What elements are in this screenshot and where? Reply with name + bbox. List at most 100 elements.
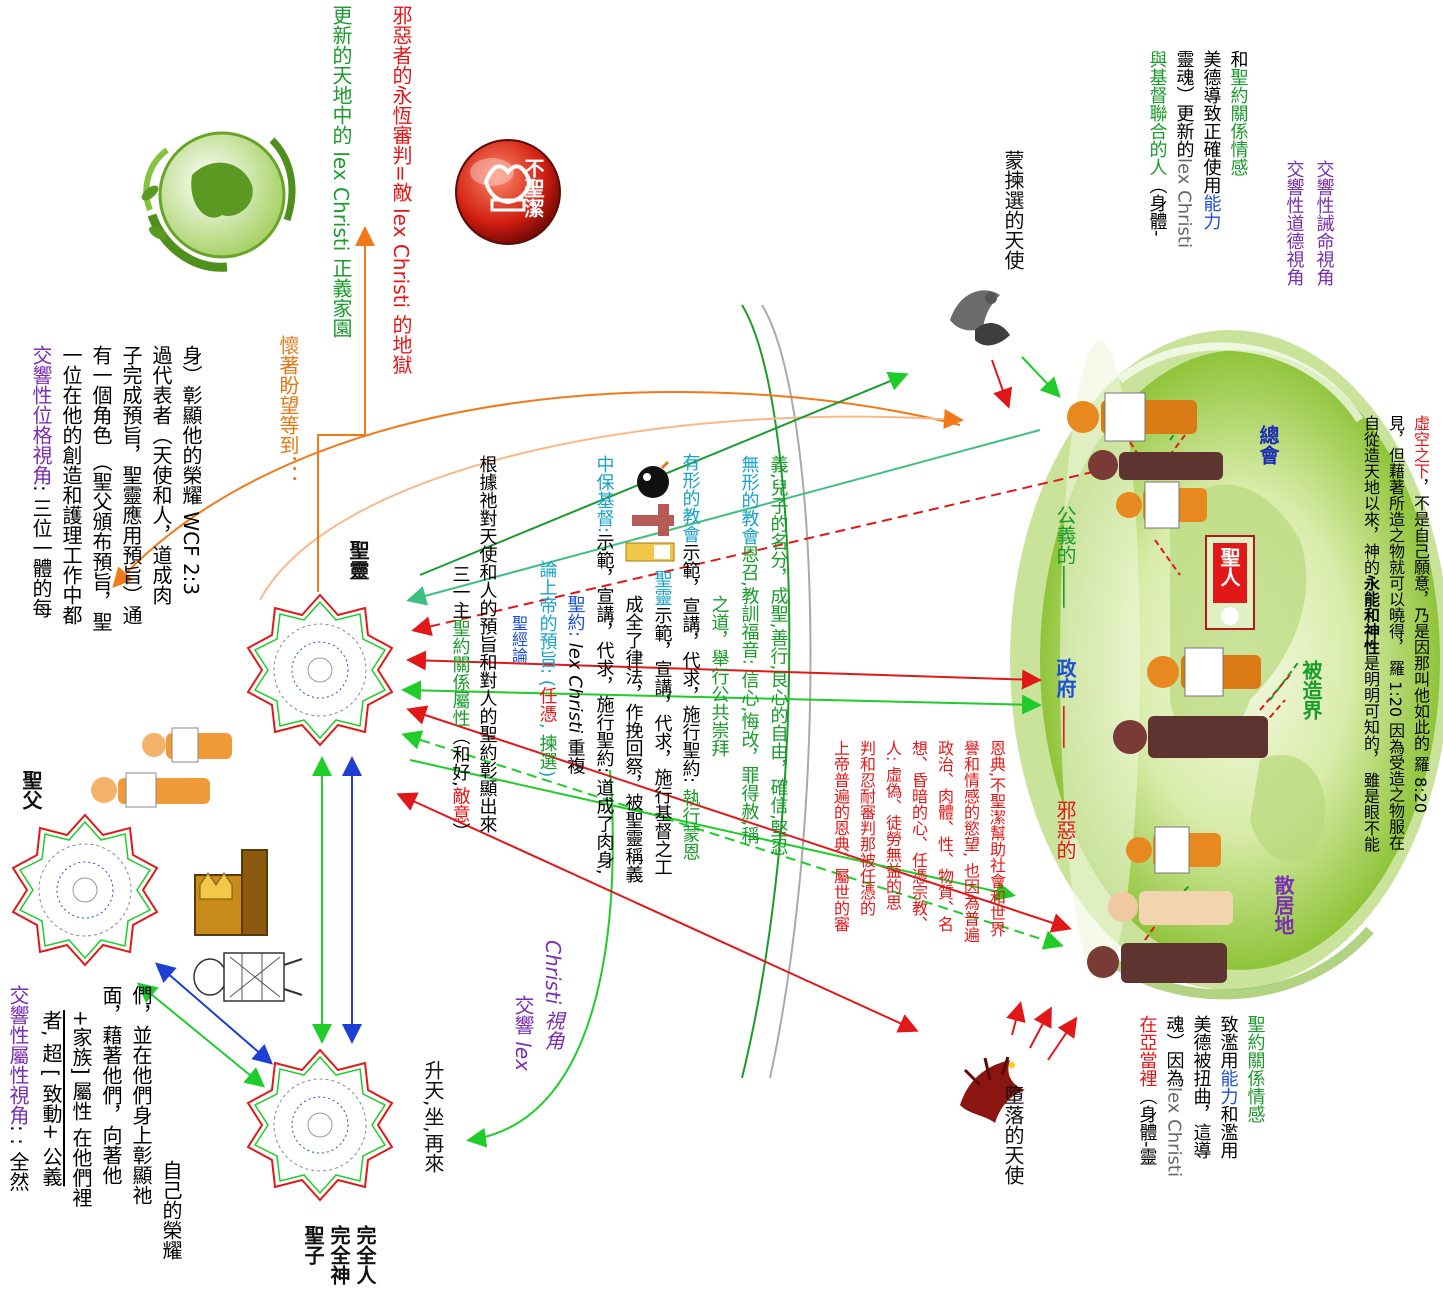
attribute-view-line-4: 面，藉著他們，向著他 bbox=[99, 985, 123, 1185]
person-icon-world-4 bbox=[1147, 647, 1261, 697]
son-label-1: 聖子 bbox=[301, 1225, 325, 1265]
person-view-line-1: 交響性位格視角: 三位一體的每 bbox=[29, 345, 53, 619]
dragon-icon bbox=[960, 1056, 1025, 1123]
arrow-world-spirit-red-dash bbox=[411, 467, 1111, 637]
person-view-line-4: 子完成預旨，聖靈應用預旨）通 bbox=[119, 345, 143, 625]
earth-globe-icon bbox=[141, 131, 296, 272]
lex-christi-view-line-2: Christi 視角 bbox=[541, 940, 565, 1051]
son-label-2: 完全神 bbox=[327, 1225, 351, 1285]
lex-christi-view-line-1: 交響 lex bbox=[511, 995, 535, 1072]
new-heaven-bracket bbox=[317, 226, 375, 592]
unholy-badge-label: 不聖潔 bbox=[521, 158, 545, 218]
person-view-line-3: 有一個角色 （聖父頒布預旨，聖 bbox=[89, 345, 113, 632]
bomb-icon bbox=[637, 460, 670, 498]
new-heaven-label: 更新的天地中的 lex Christi 正義家園 bbox=[329, 5, 353, 338]
grace-text-6: 譽和情感的慾望, 也因為普遍 bbox=[961, 740, 980, 943]
person-icon-world-7 bbox=[1108, 891, 1233, 925]
fallen-arrow-3 bbox=[1047, 1016, 1078, 1061]
assembly-label: 總會 bbox=[1256, 425, 1280, 465]
union-text-4: 和聖約關係情感 bbox=[1227, 50, 1249, 176]
righteous-label: 公義的 bbox=[1053, 505, 1077, 565]
grace-text-4: 想、昏暗的心、任憑宗教、 bbox=[909, 740, 928, 932]
adam-text-2: 魂）因為lex Christi bbox=[1163, 1015, 1185, 1177]
person-view-line-6: 身）彰顯他的榮耀 WCF 2:3 bbox=[179, 345, 203, 596]
angel-arrow-red bbox=[991, 359, 1013, 409]
angel-arrow-green bbox=[1021, 356, 1061, 398]
person-icon-world-6 bbox=[1126, 826, 1221, 874]
gov-label: 政府 bbox=[1053, 658, 1077, 698]
scripture-view-label: 聖經論 bbox=[509, 615, 528, 663]
grace-text-2: 判和忍耐審判那被任憑的 bbox=[857, 740, 876, 916]
fallen-arrow-2 bbox=[1029, 1006, 1052, 1049]
elect-angel-label: 蒙揀選的天使 bbox=[1001, 150, 1025, 270]
attribute-view-line-6: 自己的榮耀 bbox=[159, 1160, 183, 1260]
grace-text-5: 政治、肉體、性、物質、名 bbox=[935, 740, 954, 932]
person-view-line-2: 一位在他的創造和護理工作中都 bbox=[59, 345, 83, 625]
romans-line-2: 見，但藉著所造之物就可以曉得， 羅 1:20 因為受造之物服在 bbox=[1386, 415, 1405, 851]
person-icon-father-2 bbox=[142, 727, 232, 763]
person-icon-world-2 bbox=[1088, 450, 1223, 480]
arrow-gov-red bbox=[406, 650, 1042, 690]
arrow-fallen-green bbox=[409, 759, 1016, 902]
holy-person-badge: 聖人 bbox=[1205, 535, 1255, 630]
arrow-gov-green bbox=[401, 680, 1042, 715]
father-son-blue bbox=[154, 962, 274, 1065]
grace-text-7: 恩典,不聖潔幫助社會和世界 bbox=[987, 740, 1006, 938]
evil-label: 邪惡的 bbox=[1053, 800, 1077, 860]
covenant-relation-line-2: 根據祂對天使和人的預旨和對人的聖約彰顯出來 bbox=[476, 455, 498, 833]
union-text-2: 靈魂）更新的lex Christi bbox=[1173, 50, 1195, 248]
adam-text-4: 致濫用能力和濫用 bbox=[1217, 1015, 1239, 1159]
visible-church-line-2: 之道，舉行公共崇拜 bbox=[708, 595, 730, 757]
creation-label: 被造界 bbox=[1299, 660, 1323, 720]
person-icon-father-1 bbox=[91, 772, 210, 808]
hope-arc-2 bbox=[259, 408, 964, 601]
person-icon-world-1 bbox=[1067, 392, 1197, 442]
attribute-view-line-3: +家族] 屬性 在他們裡 bbox=[69, 1010, 93, 1208]
angel-icon bbox=[950, 290, 1010, 346]
hope-label: 懷著盼望等到．．． bbox=[276, 335, 300, 495]
hope-arc bbox=[112, 390, 961, 588]
spirit-work-line: 聖靈示範，宣講，代求，施行基督之工 bbox=[651, 570, 673, 876]
covenant-relation-line-1: 三一主聖約關係屬性（和好,敵意） bbox=[449, 565, 471, 841]
ascension-label: 升天,坐,再來 bbox=[421, 1060, 445, 1173]
romans-line-3: 虛空之下，不是自己願意，乃是因那叫他如此的 羅 8:20 bbox=[1411, 415, 1430, 814]
person-icon-world-3 bbox=[1116, 481, 1207, 529]
unholy-badge-icon bbox=[455, 139, 561, 245]
father-label: 聖父 bbox=[19, 770, 43, 810]
fallen-arrow-1 bbox=[1006, 1001, 1026, 1036]
adam-text-3: 美德被扭曲，這導 bbox=[1190, 1015, 1212, 1159]
gov-dashes-evil: -------- bbox=[1053, 705, 1077, 747]
star-mandala-icon-spirit bbox=[246, 593, 394, 747]
mediator-line-1: 中保基督:示範，宣講，代求，施行聖約: 道成了肉身, bbox=[593, 455, 615, 875]
knight-icon bbox=[193, 952, 303, 1002]
person-icon-world-8 bbox=[1087, 943, 1227, 983]
person-icon-world-5 bbox=[1113, 716, 1268, 758]
scroll-icon bbox=[625, 542, 675, 562]
visible-church-line-1: 有形的教會示範，宣講，代求，施行聖約: 執行蒙恩 bbox=[679, 453, 701, 861]
holy-person-label: 聖人 bbox=[1217, 547, 1241, 587]
throne-icon bbox=[194, 849, 268, 936]
invisible-church-line-1: 無形的教會恩召,教訓福音: 信心,悔改，罪得赦,稱 bbox=[738, 455, 760, 844]
invisible-church-line-2: 義,兒子的名分，成聖,善行,良心的自由，確信,堅忍 bbox=[767, 455, 789, 856]
attribute-view-text: 交響性屬性視角: : 全然 bbox=[6, 985, 30, 1192]
union-text-3: 美德導致正確使用能力 bbox=[1200, 50, 1222, 230]
star-mandala-icon-son bbox=[246, 1048, 394, 1202]
grace-text-3: 人: 虛偽、徒勞無益的思 bbox=[883, 740, 902, 911]
covenant-line: 聖約: lex Christi 重複 bbox=[564, 595, 586, 775]
diaspora-label: 散居地 bbox=[1271, 875, 1295, 935]
mediator-line-2: 成全了律法，作挽回祭，被聖靈稱義 bbox=[622, 595, 644, 883]
romans-line-1: 自從造天地以來，神的永能和神性是明明可知的， 雖是眼不能 bbox=[1361, 415, 1380, 853]
son-label-3: 完全人 bbox=[353, 1225, 377, 1285]
predestination-line: 論上帝的預旨: (任憑, 揀選) bbox=[536, 560, 558, 778]
commandment-view-label: 交響性誡命視角 bbox=[1313, 160, 1335, 286]
hell-label: 邪惡者的永恆審判=敵 lex Christi 的地獄 bbox=[389, 5, 413, 375]
arrow-spirit-elect-2 bbox=[406, 429, 1041, 606]
spirit-label: 聖靈 bbox=[346, 540, 370, 580]
world-arrows bbox=[1129, 434, 1291, 941]
attribute-view-line-5: 們，並在他們身上彰顯祂 bbox=[129, 985, 153, 1205]
union-text-1: 與基督聯合的人（身體- bbox=[1146, 50, 1168, 237]
arrow-fallen-red bbox=[396, 792, 919, 1033]
star-mandala-icon-father bbox=[11, 813, 159, 967]
adam-text-5: 聖約關係情感 bbox=[1244, 1015, 1266, 1123]
